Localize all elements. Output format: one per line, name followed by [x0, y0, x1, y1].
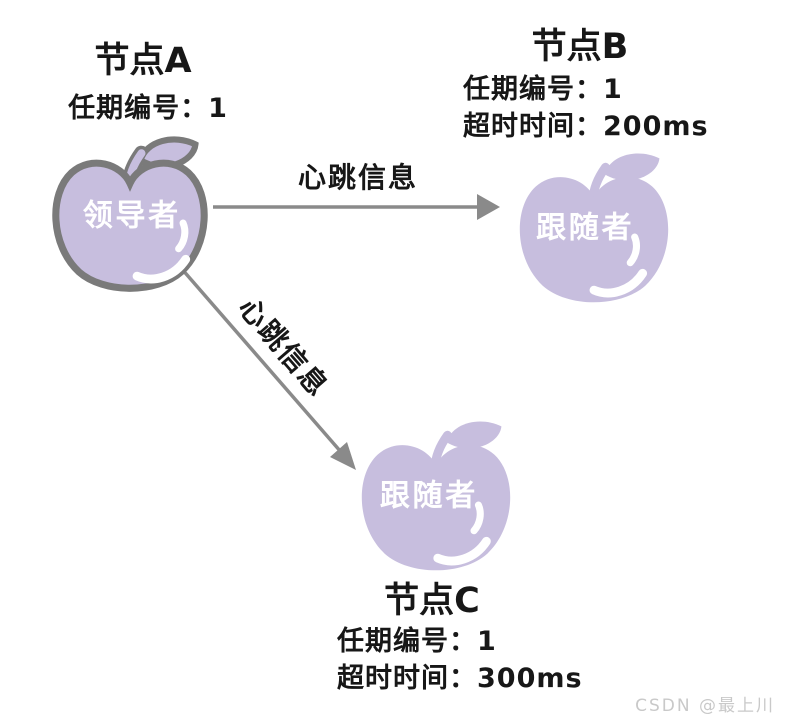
node-c-term: 任期编号：1 [337, 626, 497, 657]
apple-shine-icon [132, 254, 191, 284]
node-b-term: 任期编号：1 [463, 74, 623, 105]
node-b-role: 跟随者 [536, 211, 634, 246]
node-a-term: 任期编号：1 [68, 93, 228, 124]
node-c-timeout: 超时时间：300ms [337, 663, 583, 694]
apple-body [52, 159, 208, 292]
apple-shine-icon [470, 501, 484, 535]
apple-leaf [446, 421, 502, 449]
apple-body [519, 177, 669, 303]
apple-body [361, 445, 511, 571]
node-c-apple-icon: 跟随者 [361, 421, 511, 571]
node-b-title: 节点B [531, 27, 629, 67]
apple-shine-icon [589, 268, 648, 298]
node-c-role: 跟随者 [380, 479, 478, 514]
apple-leaf [604, 153, 660, 181]
apple-shine-icon [433, 536, 491, 566]
apple-shine-icon [626, 233, 640, 267]
edge-a-to-b [213, 194, 500, 220]
csdn-watermark: CSDN @最上川 [635, 696, 775, 716]
node-b-apple-icon: 跟随者 [519, 153, 669, 303]
node-a-role: 领导者 [83, 198, 181, 233]
edge-a-to-c-label: 心跳信息 [231, 291, 336, 404]
node-b-timeout: 超时时间：200ms [463, 111, 709, 142]
apple-shine-icon [175, 219, 189, 253]
edge-a-to-b-label: 心跳信息 [298, 161, 419, 194]
node-a-title: 节点A [94, 41, 192, 81]
node-a-apple-icon: 领导者 [52, 136, 208, 292]
node-c-title: 节点C [384, 581, 480, 621]
